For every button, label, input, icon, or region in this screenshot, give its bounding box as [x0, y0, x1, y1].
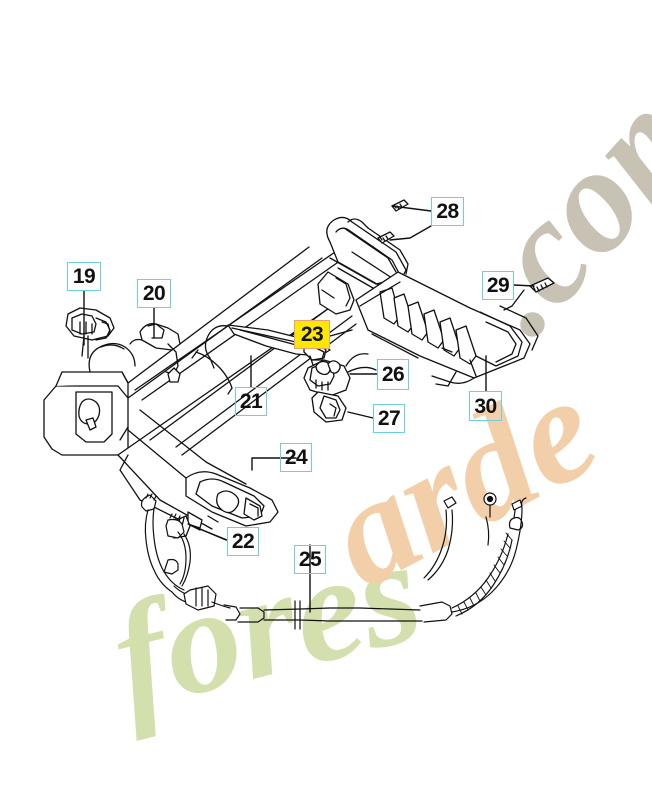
callout-20[interactable]: 20	[137, 279, 171, 308]
callout-label: 23	[300, 323, 324, 346]
linkage-21	[191, 349, 233, 395]
callout-label: 19	[72, 265, 96, 288]
lower-cover-24	[185, 471, 279, 529]
callout-21[interactable]: 21	[235, 387, 267, 416]
callout-label: 26	[381, 363, 405, 386]
callout-19[interactable]: 19	[67, 262, 101, 291]
callout-25[interactable]: 25	[294, 545, 326, 574]
connector-block-26-27	[303, 353, 377, 423]
callout-label: 20	[142, 282, 166, 305]
callout-label: 27	[377, 407, 401, 430]
callout-label: 28	[436, 200, 459, 223]
rear-housing-block	[317, 216, 409, 315]
callout-29[interactable]: 29	[482, 271, 514, 300]
transaxle-housing	[43, 342, 136, 456]
ribbed-housing	[355, 271, 539, 387]
switch-assembly-19	[65, 307, 115, 359]
brake-cable	[223, 492, 527, 630]
callout-label: 22	[231, 530, 255, 553]
callout-22[interactable]: 22	[227, 527, 259, 556]
callout-label: 30	[474, 394, 497, 418]
callout-23-selected[interactable]: 23	[294, 320, 330, 349]
callout-label: 25	[298, 548, 322, 571]
callout-label: 21	[239, 390, 263, 413]
wiring-harness	[140, 493, 231, 611]
leader-lines	[83, 205, 535, 613]
callout-30[interactable]: 30	[469, 391, 502, 421]
callout-label: 29	[486, 274, 510, 297]
callout-27[interactable]: 27	[373, 404, 405, 433]
bracket-lever-20	[129, 323, 181, 383]
callout-26[interactable]: 26	[377, 359, 409, 390]
callout-24[interactable]: 24	[280, 443, 312, 472]
callout-28[interactable]: 28	[431, 197, 464, 226]
callout-label: 24	[284, 446, 308, 469]
